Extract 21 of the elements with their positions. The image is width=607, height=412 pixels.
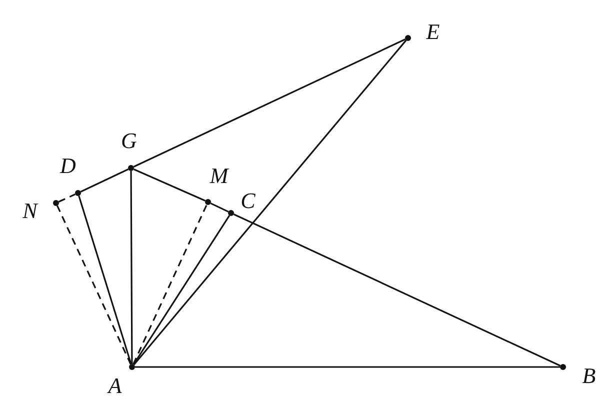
line-segment — [135, 366, 560, 368]
line-segment — [80, 168, 129, 192]
line-segment — [132, 215, 230, 365]
line-segment — [130, 171, 133, 364]
point-label: C — [240, 190, 256, 212]
point-label: G — [121, 130, 137, 152]
dashed-segment — [58, 194, 76, 202]
point-label: M — [210, 165, 228, 187]
line-segment — [78, 196, 132, 364]
point-label: B — [582, 365, 596, 387]
point-label: A — [108, 375, 122, 397]
point-label: N — [22, 200, 38, 222]
point-label: E — [426, 21, 440, 43]
line-segment — [133, 168, 206, 202]
point-label: D — [60, 155, 76, 177]
line-segment — [133, 40, 407, 366]
dashed-segment — [56, 205, 132, 365]
dashed-segment — [132, 204, 208, 365]
line-segment — [210, 202, 229, 212]
line-segment — [233, 214, 561, 366]
line-segment — [133, 38, 406, 168]
